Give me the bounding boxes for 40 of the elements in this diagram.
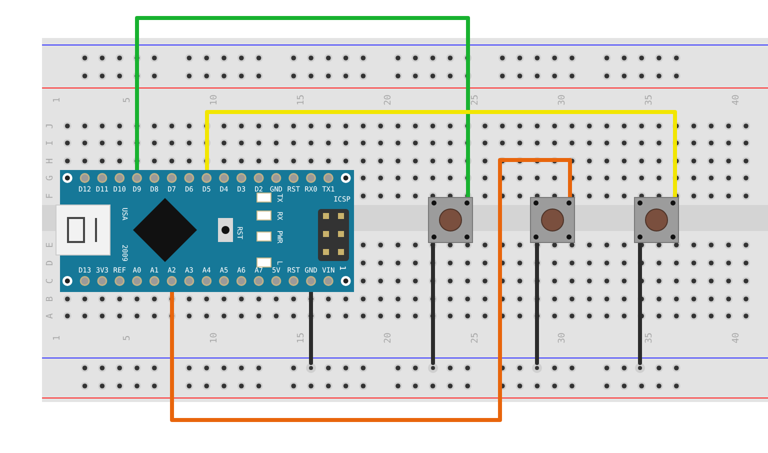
row-letter: F	[46, 193, 56, 199]
column-number: 5	[124, 335, 132, 341]
column-number: 20	[384, 332, 394, 344]
column-number: 1	[54, 97, 63, 103]
row-letter: E	[46, 242, 56, 248]
row-letter: G	[46, 175, 56, 181]
column-number: 1	[54, 335, 63, 341]
wire	[135, 16, 470, 199]
column-number: 30	[558, 94, 568, 106]
row-letter: H	[46, 158, 56, 164]
column-number: 10	[210, 94, 220, 106]
row-letter: I	[46, 140, 56, 146]
column-number: 35	[646, 94, 654, 106]
column-number: 30	[558, 332, 568, 344]
row-letter: J	[46, 123, 56, 129]
rail-hole	[428, 363, 438, 373]
rail-hole	[635, 363, 645, 373]
column-number: 15	[298, 94, 306, 106]
column-number: 40	[732, 94, 742, 106]
wire	[170, 158, 572, 422]
wire	[535, 241, 539, 365]
column-number: 25	[472, 94, 480, 106]
row-letter: B	[46, 296, 56, 302]
column-number: 5	[124, 97, 132, 103]
column-number: 40	[732, 332, 742, 344]
column-number: 35	[646, 332, 654, 344]
pin-number: 1	[338, 266, 346, 270]
row-letter: C	[46, 278, 56, 284]
row-letter: D	[46, 260, 56, 266]
column-number: 10	[210, 332, 220, 344]
rail-hole	[306, 363, 316, 373]
wire	[638, 241, 642, 365]
column-number: 25	[472, 332, 480, 344]
rail-hole	[532, 363, 542, 373]
wire	[205, 110, 677, 199]
row-letter: A	[46, 313, 56, 319]
column-number: 15	[298, 332, 306, 344]
wire	[431, 241, 435, 365]
breadboard	[42, 38, 768, 402]
column-number: 20	[384, 94, 394, 106]
